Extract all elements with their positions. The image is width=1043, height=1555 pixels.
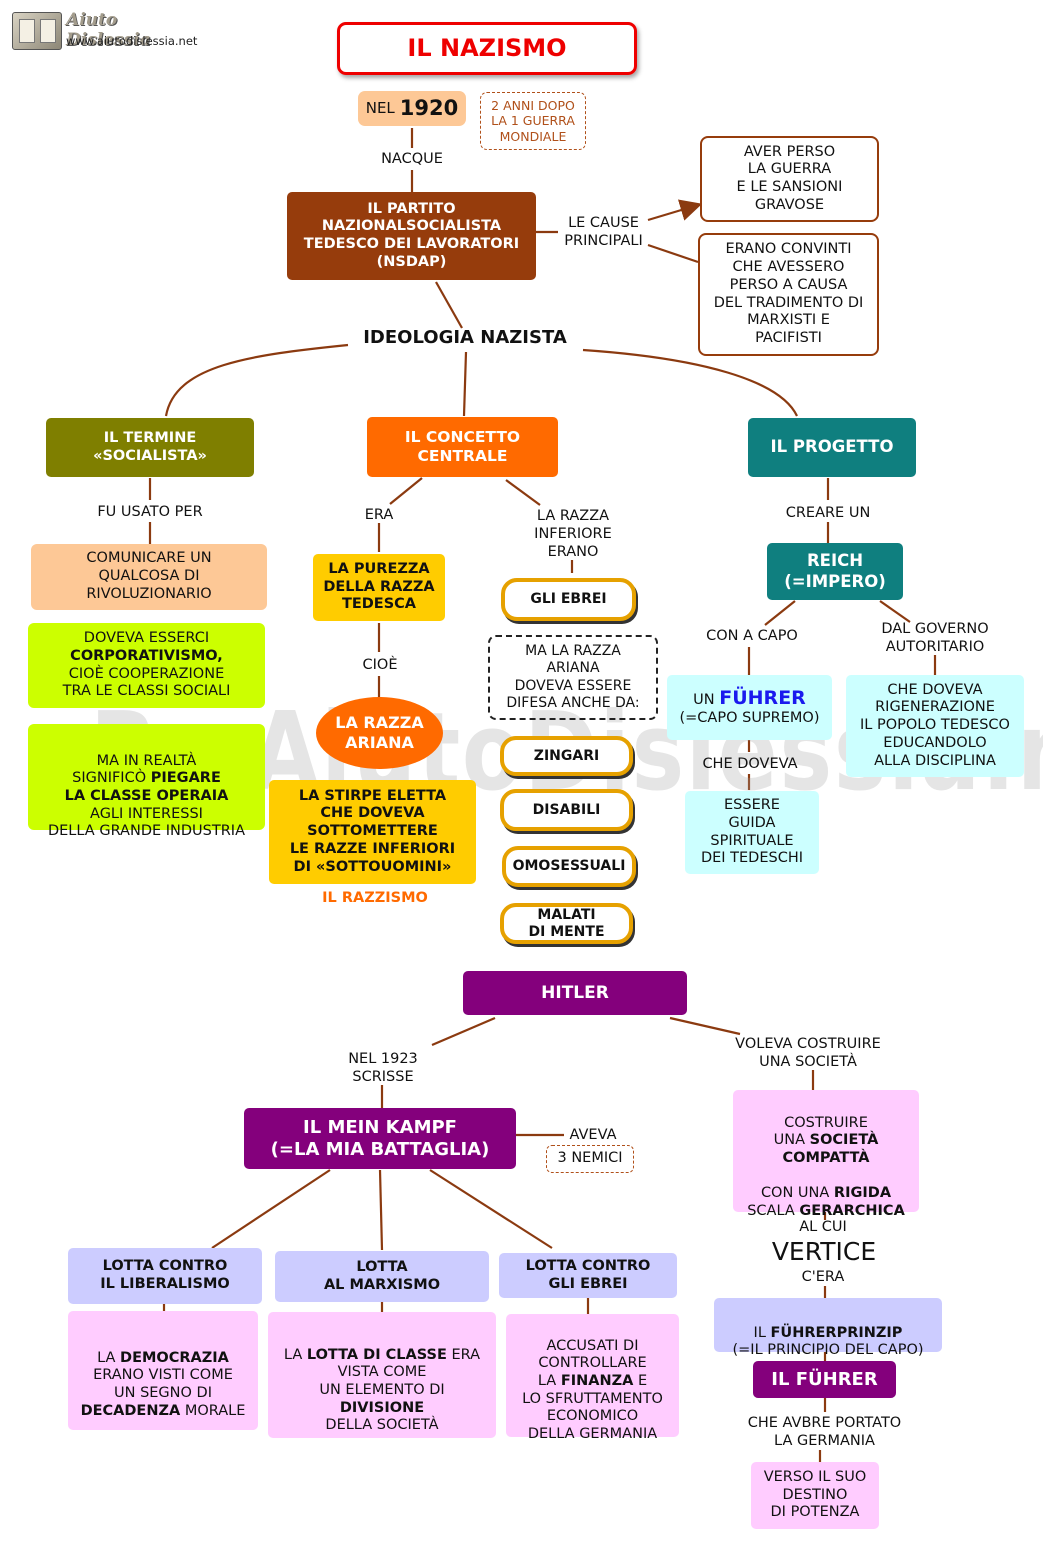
book-icon (12, 12, 62, 50)
society-box: COSTRUIRE UNA SOCIETÀ COMPATTÀ CON UNA R… (733, 1090, 919, 1219)
mentally-ill-pill: MALATI DI MENTE (500, 903, 633, 944)
logo[interactable]: Aiuto Dislessia www.aiutodislessia.net (10, 10, 198, 52)
cause-betrayal: ERANO CONVINTI CHE AVESSERO PERSO A CAUS… (698, 233, 879, 356)
the-fuhrer-box: IL FÜHRER (753, 1361, 896, 1398)
should-label: CHE DOVEVA (702, 756, 798, 772)
fight-liberalism-box: LOTTA CONTRO IL LIBERALISMO (68, 1248, 262, 1304)
democracy-t4: DECADENZA (80, 1402, 181, 1419)
fuhrer-name: FÜHRER (719, 687, 806, 710)
destiny-box: VERSO IL SUO DESTINO DI POTENZA (751, 1462, 879, 1529)
top-label: AL CUI (799, 1219, 847, 1235)
principle-t1: IL (753, 1324, 771, 1341)
gypsies-pill: ZINGARI (500, 736, 633, 776)
central-concept-box: IL CONCETTO CENTRALE (367, 417, 558, 477)
had-label: AVEVA (569, 1127, 617, 1143)
democracy-box: LA DEMOCRAZIA ERANO VISTI COME UN SEGNO … (68, 1311, 258, 1430)
party-box: IL PARTITO NAZIONALSOCIALISTA TEDESCO DE… (287, 192, 536, 280)
chosen-race-box: LA STIRPE ELETTA CHE DOVEVA SOTTOMETTERE… (269, 780, 476, 884)
aryan-race-ellipse: LA RAZZA ARIANA (316, 697, 443, 769)
finance-t1: ACCUSATI DI CONTROLLARE LA (537, 1337, 647, 1390)
society-t1: COSTRUIRE UNA (773, 1114, 868, 1149)
fuhrer-sub: (=CAPO SUPREMO) (679, 710, 820, 727)
create-label: CREARE UN (785, 505, 871, 521)
corporatism-line3: CIOÈ COOPERAZIONE TRA LE CLASSI SOCIALI (62, 665, 231, 700)
society-t4: RIGIDA (833, 1185, 892, 1202)
working-class-box: MA IN REALTÀ SIGNIFICÒ PIEGARE LA CLASSE… (28, 724, 265, 837)
causes-label: LE CAUSE PRINCIPALI (564, 215, 643, 250)
ideology-label: IDEOLOGIA NAZISTA (363, 327, 567, 348)
born-label: NACQUE (381, 151, 443, 167)
class-struggle-t2: LOTTA DI CLASSE (306, 1346, 447, 1363)
hitler-box: HITLER (463, 971, 687, 1015)
society-t2: SOCIETÀ COMPATTÀ (782, 1132, 879, 1167)
revolutionary-box: COMUNICARE UN QUALCOSA DI RIVOLUZIONARIO (31, 544, 267, 610)
project-box: IL PROGETTO (748, 418, 916, 477)
fight-marxism-box: LOTTA AL MARXISMO (275, 1251, 489, 1302)
corporatism-line2: CORPORATIVISMO, (70, 647, 223, 664)
working-class-text3: AGLI INTERESSI DELLA GRANDE INDUSTRIA (47, 805, 245, 840)
logo-name: Aiuto Dislessia (66, 10, 151, 50)
year-value: 1920 (399, 95, 459, 120)
working-class-text1: MA IN REALTÀ SIGNIFICÒ (72, 752, 197, 787)
used-for-label: FU USATO PER (97, 504, 203, 520)
wrote-label: NEL 1923 SCRISSE (348, 1051, 418, 1086)
socialist-term-box: IL TERMINE «SOCIALISTA» (46, 418, 254, 477)
inferior-race-label: LA RAZZA INFERIORE ERANO (534, 508, 612, 561)
fight-jews-box: LOTTA CONTRO GLI EBREI (499, 1253, 677, 1298)
cioe-label: CIOÈ (362, 657, 398, 673)
disabled-pill: DISABILI (500, 789, 633, 831)
wanted-label: VOLEVA COSTRUIRE UNA SOCIETÀ (735, 1036, 881, 1071)
corporatism-box: DOVEVA ESSERCI CORPORATIVISMO, CIOÈ COOP… (28, 623, 265, 708)
fuhrer-box: UN FÜHRER (=CAPO SUPREMO) (667, 675, 832, 740)
principle-t3: (=IL PRINCIPIO DEL CAPO) (732, 1342, 924, 1359)
regeneration-box: CHE DOVEVA RIGENERAZIONE IL POPOLO TEDES… (846, 675, 1024, 777)
mein-kampf-box: IL MEIN KAMPF (=LA MIA BATTAGLIA) (244, 1108, 516, 1169)
enemies-box: 3 NEMICI (546, 1145, 634, 1173)
finance-box: ACCUSATI DI CONTROLLARE LA FINANZA E LO … (506, 1314, 679, 1442)
vertex-label: VERTICE (771, 1237, 877, 1266)
class-struggle-t1: LA (283, 1346, 307, 1363)
head-label: CON A CAPO (706, 628, 798, 644)
purity-box: LA PUREZZA DELLA RAZZA TEDESCA (313, 554, 445, 621)
page-title: IL NAZISMO (337, 22, 637, 75)
society-t6: GERARCHICA (799, 1203, 905, 1220)
year-prefix: NEL (365, 99, 395, 118)
class-struggle-t5: DELLA SOCIETÀ (325, 1417, 439, 1434)
homosexuals-pill: OMOSESSUALI (502, 846, 636, 887)
democracy-t3: ERANO VISTI COME UN SEGNO DI (93, 1367, 233, 1402)
reich-box: REICH (=IMPERO) (767, 543, 903, 600)
democracy-t5: MORALE (180, 1402, 246, 1419)
finance-t3: E LO SFRUTTAMENTO ECONOMICO DELLA GERMAN… (522, 1373, 663, 1443)
logo-url: www.aiutodislessia.net (66, 34, 198, 48)
defend-note: MA LA RAZZA ARIANA DOVEVA ESSERE DIFESA … (488, 635, 658, 720)
class-struggle-t4: DIVISIONE (339, 1399, 425, 1416)
class-struggle-t3: ERA VISTA COME UN ELEMENTO DI (319, 1346, 481, 1399)
year-note: 2 ANNI DOPO LA 1 GUERRA MONDIALE (480, 92, 586, 150)
fuhrer-prefix: UN (693, 692, 720, 709)
spiritual-guide-box: ESSERE GUIDA SPIRITUALE DEI TEDESCHI (685, 791, 819, 874)
society-t3: CON UNA (760, 1185, 830, 1202)
democracy-t2: DEMOCRAZIA (120, 1349, 229, 1366)
racism-label: IL RAZZISMO (322, 890, 428, 906)
cause-lost-war: AVER PERSO LA GUERRA E LE SANSIONI GRAVO… (700, 136, 879, 222)
class-struggle-box: LA LOTTA DI CLASSE ERA VISTA COME UN ELE… (268, 1312, 496, 1438)
government-label: DAL GOVERNO AUTORITARIO (881, 621, 989, 656)
there-label: C'ERA (801, 1269, 845, 1285)
society-t5: SCALA (747, 1203, 795, 1220)
jews-pill: GLI EBREI (501, 578, 636, 621)
working-class-text2: PIEGARE LA CLASSE OPERAIA (64, 770, 229, 805)
era-label: ERA (364, 507, 394, 523)
principle-t2: FÜHRERPRINZIP (770, 1324, 903, 1341)
democracy-t1: LA (97, 1349, 121, 1366)
finance-t2: FINANZA (560, 1373, 634, 1390)
would-bring-label: CHE AVBRE PORTATO LA GERMANIA (747, 1415, 902, 1450)
year-box: NEL 1920 (358, 91, 466, 126)
corporatism-line1: DOVEVA ESSERCI (83, 630, 210, 647)
fuhrerprinzip-box: IL FÜHRERPRINZIP (=IL PRINCIPIO DEL CAPO… (714, 1298, 942, 1358)
